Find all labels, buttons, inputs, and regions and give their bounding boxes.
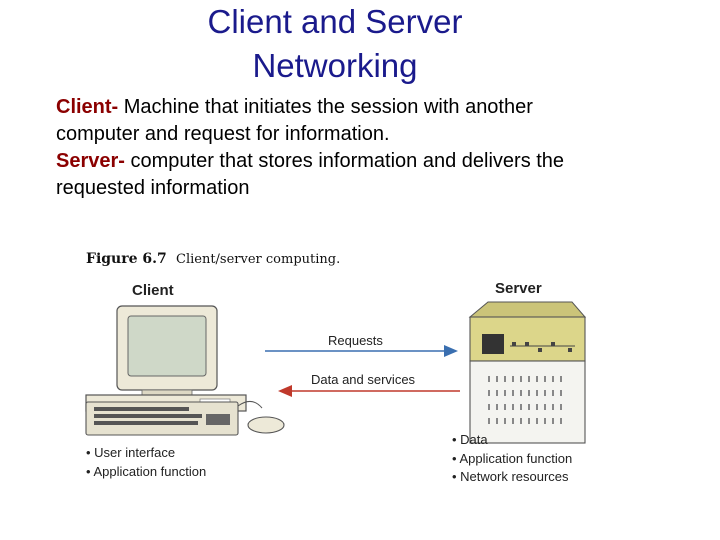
server-definition: Server- computer that stores information… [56, 148, 672, 202]
mouse-cable [237, 401, 263, 409]
slide-title-line1: Client and Server [207, 3, 463, 40]
server-top-bevel [468, 301, 587, 318]
mouse-icon [247, 416, 285, 434]
client-server-figure: Figure 6.7 Client/server computing. Clie… [80, 238, 640, 508]
client-def-line2: computer and request for information. [56, 123, 390, 145]
server-body [469, 360, 586, 444]
figure-svg: Figure 6.7 Client/server computing. Clie… [85, 251, 587, 484]
keyboard-keys-row3 [94, 421, 198, 425]
client-def-line1: Machine that initiates the session with … [118, 96, 533, 118]
client-computer-icon [85, 305, 285, 436]
server-bullet-3: • Network resources [452, 469, 569, 484]
requests-arrow [265, 345, 458, 357]
server-def-line1: computer that stores information and del… [124, 150, 565, 172]
client-bullet-2: • Application function [86, 464, 206, 479]
slide-title: Client and Server Networking [160, 0, 510, 88]
client-definition: Client- Machine that initiates the sessi… [56, 94, 672, 148]
monitor-screen [127, 315, 207, 377]
figure-caption: Client/server computing. [176, 252, 340, 267]
data-services-label: Data and services [311, 372, 416, 387]
server-heading: Server [495, 280, 542, 297]
server-bullet-2: • Application function [452, 451, 572, 466]
figure-number: Figure 6.7 [86, 251, 167, 267]
keyboard-keys-row2 [94, 414, 202, 418]
server-def-line2: requested information [56, 177, 250, 199]
server-bullet-1: • Data [452, 432, 488, 447]
slide-title-line2: Networking [252, 47, 418, 84]
client-heading: Client [132, 282, 174, 299]
client-term: Client- [56, 96, 119, 118]
server-drive-bay [482, 334, 504, 354]
data-services-arrow [278, 385, 460, 397]
keyboard-keypad [206, 414, 230, 425]
server-vent-grille [488, 376, 562, 424]
definitions: Client- Machine that initiates the sessi… [56, 94, 672, 202]
server-machine-icon [468, 301, 587, 444]
requests-label: Requests [328, 333, 383, 348]
server-term: Server- [56, 150, 125, 172]
keyboard-keys-row1 [94, 407, 189, 411]
client-bullet-1: • User interface [86, 445, 175, 460]
